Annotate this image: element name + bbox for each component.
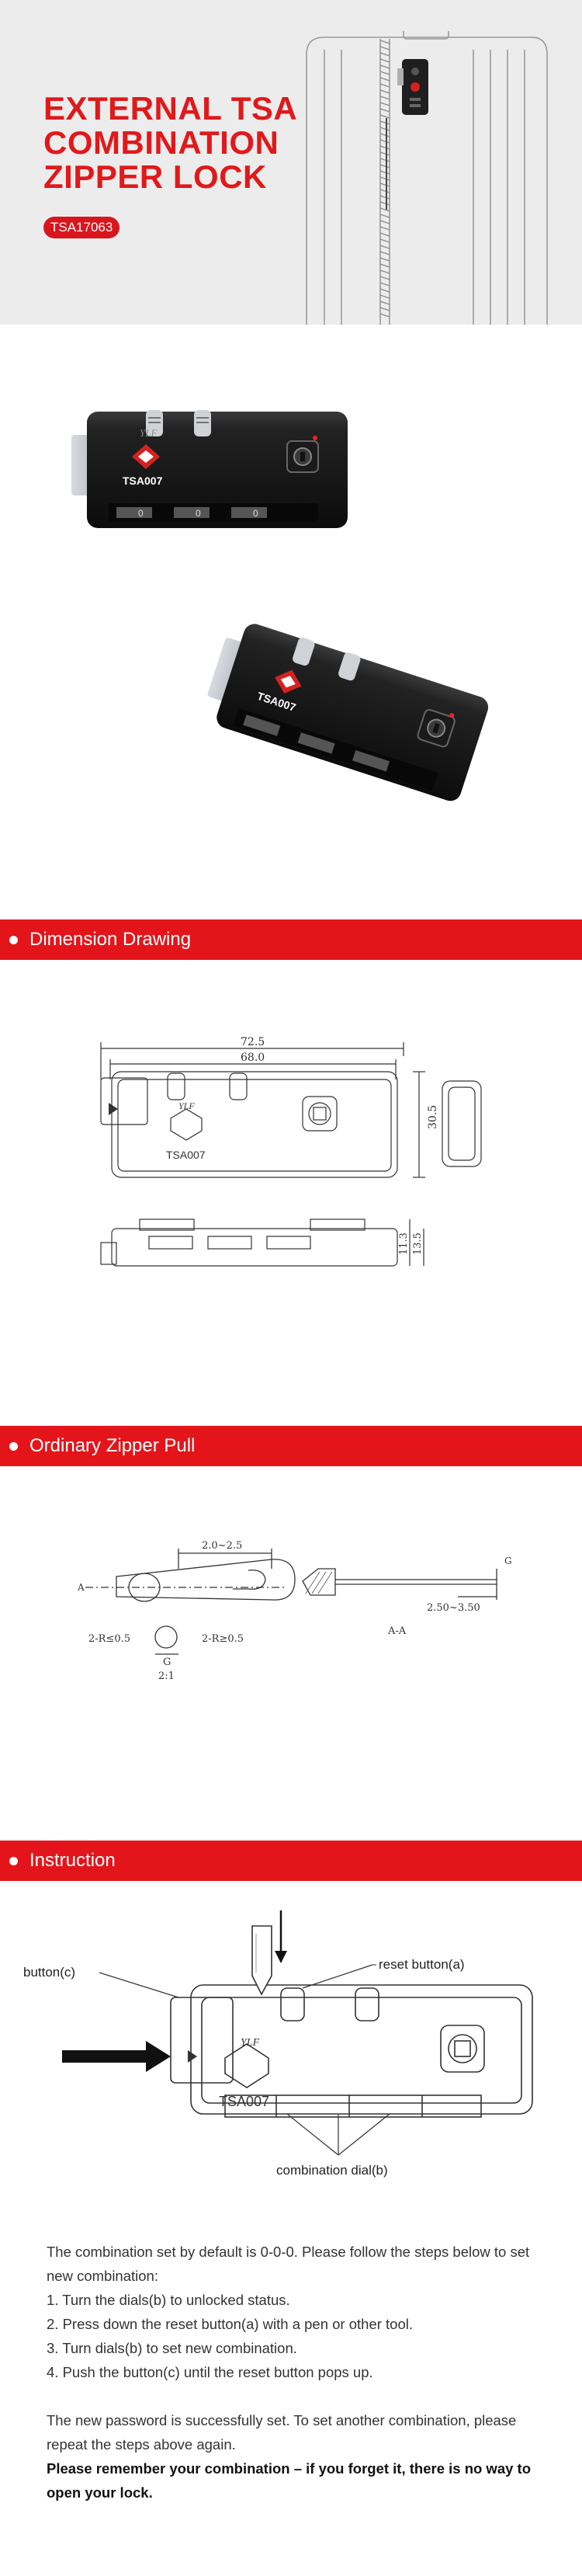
zp-detail-scale: 2:1	[158, 1670, 175, 1682]
section-header-zipper-pull: Ordinary Zipper Pull	[0, 1426, 582, 1466]
hero-banner: EXTERNAL TSA COMBINATION ZIPPER LOCK TSA…	[0, 0, 582, 325]
bullet-dot	[9, 1442, 18, 1451]
product-photo-front: YLF TSA007 0 0 0	[71, 410, 348, 528]
zp-hole-range: 2.0~2.5	[202, 1540, 242, 1552]
section-header-dimension: Dimension Drawing	[0, 920, 582, 960]
product-photo-angled: TSA007	[207, 624, 489, 801]
zp-thickness: 2.50~3.50	[427, 1602, 480, 1614]
section-header-instruction: Instruction	[0, 1841, 582, 1881]
dim-depth-a: 11.3	[398, 1232, 410, 1255]
dim-lock-label: TSA007	[166, 1149, 206, 1161]
brand-mark: YLF	[140, 427, 158, 439]
suitcase-line-illustration	[306, 31, 548, 325]
hero-title: EXTERNAL TSA COMBINATION ZIPPER LOCK	[43, 92, 307, 194]
instruction-intro: The combination set by default is 0-0-0.…	[47, 2244, 530, 2284]
instruction-step-4: 4. Push the button(c) until the reset bu…	[47, 2364, 373, 2380]
instruction-step-1: 1. Turn the dials(b) to unlocked status.	[47, 2292, 290, 2308]
spacer	[47, 2384, 551, 2408]
hero-title-line-1: EXTERNAL TSA	[43, 90, 298, 127]
instruction-step-3: 3. Turn dials(b) to set new combination.	[47, 2340, 297, 2356]
label-reset-button: reset button(a)	[379, 1957, 465, 1972]
instr-lock-label: TSA007	[219, 2094, 269, 2109]
instr-brand-mark: YLF	[241, 2037, 260, 2049]
instruction-step-2: 2. Press down the reset button(a) with a…	[47, 2316, 414, 2332]
zp-section-g: G	[504, 1556, 512, 1566]
label-combination-dial: combination dial(b)	[276, 2163, 388, 2178]
dim-brand-mark: YLF	[178, 1100, 195, 1111]
section-title: Dimension Drawing	[29, 929, 192, 950]
zp-detail-label: G	[163, 1656, 171, 1668]
instruction-diagram: YLF TSA007 reset button(a) button(c) com…	[23, 1910, 533, 2178]
hero-title-line-2: COMBINATION	[43, 124, 279, 161]
dial-digit-1: 0	[138, 508, 144, 519]
bullet-dot	[9, 1857, 18, 1865]
zp-radius-left: 2-R≤0.5	[88, 1633, 130, 1645]
instruction-warning: Please remember your combination – if yo…	[47, 2460, 532, 2501]
zp-arrow-a: A	[77, 1582, 85, 1593]
zipper-pull-drawing: 2.0~2.5 A 2-R≤0.5 2-R≥0.5 G 2:1 G 2.50~3…	[77, 1540, 512, 1682]
tsa-label: TSA007	[123, 475, 163, 487]
dim-overall-width: 72.5	[241, 1036, 265, 1048]
bullet-dot	[9, 936, 18, 944]
section-title: Ordinary Zipper Pull	[29, 1435, 196, 1456]
section-title: Instruction	[29, 1850, 116, 1871]
dimension-drawing: 72.5 68.0 30.5 11.3 13.5 YLF TSA007	[100, 1036, 482, 1267]
dial-digit-2: 0	[196, 508, 201, 519]
hero-title-line-3: ZIPPER LOCK	[43, 158, 267, 195]
zp-radius-right: 2-R≥0.5	[202, 1633, 244, 1645]
dim-inner-width: 68.0	[241, 1052, 265, 1064]
dim-depth-b: 13.5	[412, 1232, 424, 1255]
label-button-c: button(c)	[23, 1965, 75, 1980]
dial-digit-3: 0	[253, 508, 258, 519]
instruction-outro: The new password is successfully set. To…	[47, 2412, 517, 2453]
model-badge: TSA17063	[43, 217, 120, 238]
dim-height: 30.5	[427, 1105, 439, 1129]
instruction-text: The combination set by default is 0-0-0.…	[47, 2240, 551, 2505]
zp-section-label: A-A	[387, 1625, 407, 1637]
